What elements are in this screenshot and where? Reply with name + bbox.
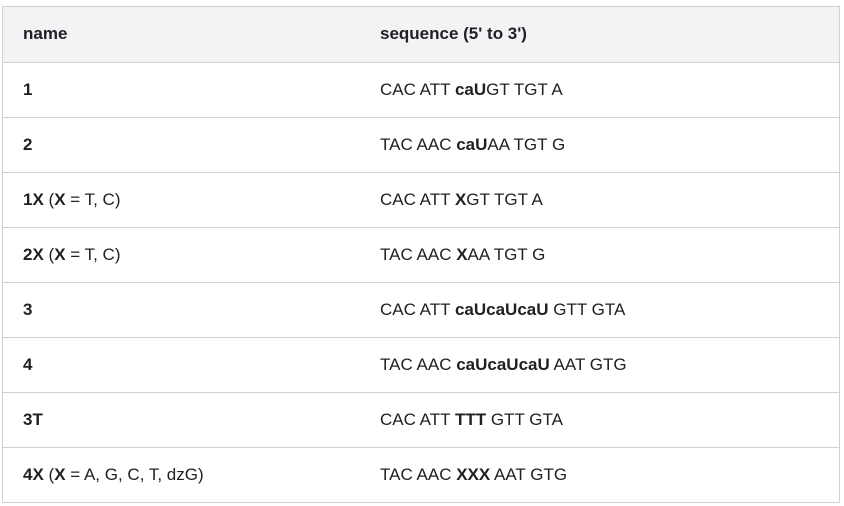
sequence-text-segment: caU (456, 134, 488, 154)
sequence-text-segment: CAC ATT (380, 299, 455, 319)
name-text-segment: 1 (23, 79, 33, 99)
name-text-segment: = T, C) (65, 244, 121, 264)
row-name-cell: 1 (3, 62, 360, 117)
sequence-text-segment: XXX (456, 464, 491, 484)
sequence-text-segment: AAT GTG (490, 464, 568, 484)
name-text-segment: ( (43, 189, 55, 209)
table-row: 2X (X = T, C) TAC AAC XAA TGT G (3, 227, 839, 282)
name-text-segment: ( (43, 464, 55, 484)
name-text-segment: 4X (23, 464, 44, 484)
sequence-text-segment: TAC AAC (380, 354, 457, 374)
row-sequence-cell: CAC ATT XGT TGT A (360, 172, 839, 227)
table-row: 1X (X = T, C) CAC ATT XGT TGT A (3, 172, 839, 227)
name-text-segment: 3 (23, 299, 33, 319)
name-text-segment: 4 (23, 354, 33, 374)
name-text-segment: 2 (23, 134, 33, 154)
table-row: 3 CAC ATT caUcaUcaU GTT GTA (3, 282, 839, 337)
header-row: name sequence (5' to 3') (3, 7, 839, 63)
sequence-text-segment: TAC AAC (380, 134, 457, 154)
row-name-cell: 4X (X = A, G, C, T, dzG) (3, 447, 360, 502)
row-name-cell: 2 (3, 117, 360, 172)
sequence-text-segment: TAC AAC (380, 464, 457, 484)
row-sequence-cell: TAC AAC XXX AAT GTG (360, 447, 839, 502)
name-text-segment: 3T (23, 409, 43, 429)
sequence-text-segment: AAT GTG (549, 354, 627, 374)
table-body: 1 CAC ATT caUGT TGT A 2 TAC AAC caUAA TG… (3, 62, 839, 502)
row-name-cell: 4 (3, 337, 360, 392)
name-text-segment: = T, C) (65, 189, 121, 209)
column-header-sequence: sequence (5' to 3') (360, 7, 839, 63)
table-row: 2 TAC AAC caUAA TGT G (3, 117, 839, 172)
sequence-text-segment: GTT GTA (486, 409, 563, 429)
sequence-text-segment: AA TGT G (487, 134, 566, 154)
sequence-table-container: name sequence (5' to 3') 1 CAC ATT caUGT… (2, 6, 840, 503)
row-sequence-cell: CAC ATT TTT GTT GTA (360, 392, 839, 447)
sequence-text-segment: CAC ATT (380, 189, 455, 209)
sequence-text-segment: GTT GTA (548, 299, 626, 319)
row-sequence-cell: TAC AAC caUcaUcaU AAT GTG (360, 337, 839, 392)
name-text-segment: 2X (23, 244, 44, 264)
name-text-segment: = A, G, C, T, dzG) (65, 464, 204, 484)
sequence-text-segment: X (456, 244, 468, 264)
row-sequence-cell: TAC AAC XAA TGT G (360, 227, 839, 282)
sequence-text-segment: X (454, 189, 467, 209)
sequence-text-segment: AA TGT G (467, 244, 546, 264)
row-sequence-cell: TAC AAC caUAA TGT G (360, 117, 839, 172)
sequence-text-segment: GT TGT A (466, 189, 543, 209)
row-name-cell: 3 (3, 282, 360, 337)
sequence-text-segment: caUcaUcaU (456, 354, 550, 374)
row-name-cell: 2X (X = T, C) (3, 227, 360, 282)
sequence-text-segment: TAC AAC (380, 244, 457, 264)
sequence-text-segment: CAC ATT (380, 79, 455, 99)
table-row: 4X (X = A, G, C, T, dzG) TAC AAC XXX AAT… (3, 447, 839, 502)
column-header-name: name (3, 7, 360, 63)
row-sequence-cell: CAC ATT caUGT TGT A (360, 62, 839, 117)
sequence-text-segment: caU (454, 79, 487, 99)
name-text-segment: X (54, 244, 66, 264)
sequence-table: name sequence (5' to 3') 1 CAC ATT caUGT… (3, 7, 839, 502)
table-row: 1 CAC ATT caUGT TGT A (3, 62, 839, 117)
sequence-text-segment: CAC ATT (380, 409, 455, 429)
row-name-cell: 1X (X = T, C) (3, 172, 360, 227)
table-row: 3T CAC ATT TTT GTT GTA (3, 392, 839, 447)
row-name-cell: 3T (3, 392, 360, 447)
name-text-segment: 1X (23, 189, 44, 209)
row-sequence-cell: CAC ATT caUcaUcaU GTT GTA (360, 282, 839, 337)
sequence-text-segment: GT TGT A (486, 79, 563, 99)
name-text-segment: X (54, 464, 66, 484)
table-header: name sequence (5' to 3') (3, 7, 839, 63)
name-text-segment: ( (43, 244, 55, 264)
name-text-segment: X (54, 189, 66, 209)
sequence-text-segment: caUcaUcaU (454, 299, 549, 319)
sequence-text-segment: TTT (454, 409, 487, 429)
table-row: 4 TAC AAC caUcaUcaU AAT GTG (3, 337, 839, 392)
